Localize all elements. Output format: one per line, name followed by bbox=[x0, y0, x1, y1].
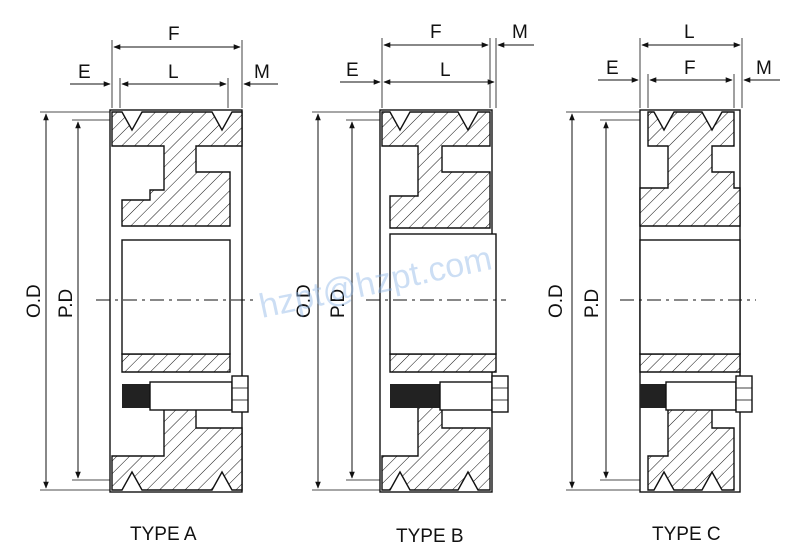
bolt-head-c bbox=[735, 375, 753, 413]
side-label-pd-a: P.D bbox=[56, 289, 77, 318]
dim-label-f-a: F bbox=[168, 24, 180, 45]
side-label-od-b: O.D bbox=[294, 284, 315, 318]
bolt-thread-a bbox=[122, 384, 150, 408]
type-b-drawing: F M E L O.D P.D TYPE B bbox=[294, 22, 534, 547]
dim-label-m-a: M bbox=[254, 62, 270, 83]
bolt-head-a bbox=[231, 375, 249, 413]
hatch-top-b bbox=[381, 111, 491, 229]
dim-label-e-c: E bbox=[606, 58, 619, 79]
bolt-thread-b bbox=[390, 384, 440, 408]
side-label-od-c: O.D bbox=[546, 284, 567, 318]
dim-label-e-a: E bbox=[78, 62, 91, 83]
hatch-top-c bbox=[639, 111, 741, 227]
dim-label-f-c: F bbox=[684, 58, 696, 79]
side-label-pd-b: P.D bbox=[328, 289, 349, 318]
type-c-drawing: L E F M O.D P.D TYPE C bbox=[546, 22, 780, 545]
dim-label-e-b: E bbox=[346, 60, 359, 81]
dim-label-l-b: L bbox=[440, 60, 451, 81]
dim-label-m-b: M bbox=[512, 22, 528, 43]
side-label-pd-c: P.D bbox=[582, 289, 603, 318]
dim-label-f-b: F bbox=[430, 22, 442, 43]
dim-label-m-c: M bbox=[756, 58, 772, 79]
hatch-top-a bbox=[111, 111, 243, 227]
side-label-od-a: O.D bbox=[24, 284, 45, 318]
dim-label-l-c: L bbox=[684, 22, 695, 43]
type-a-label: TYPE A bbox=[130, 524, 197, 545]
bolt-head-b bbox=[491, 375, 509, 413]
bolt-thread-c bbox=[640, 384, 666, 408]
type-a-drawing: F E L M O.D P.D TYPE A bbox=[24, 24, 278, 545]
type-b-label: TYPE B bbox=[396, 526, 464, 547]
type-c-label: TYPE C bbox=[652, 524, 721, 545]
dim-label-l-a: L bbox=[168, 62, 179, 83]
